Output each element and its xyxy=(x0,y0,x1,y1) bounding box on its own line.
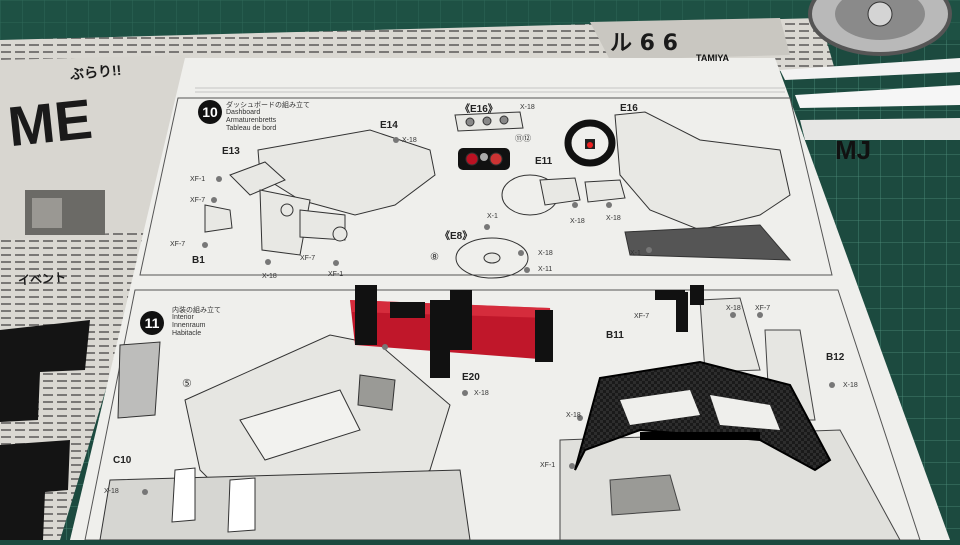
label-b11: B11 xyxy=(606,330,624,341)
newspaper-bigchar-1 xyxy=(0,320,90,422)
label-xf7-b: XF-7 xyxy=(170,241,186,248)
interior-tub-drawing xyxy=(99,334,471,541)
label-e16-top: 《E16》 xyxy=(460,104,498,115)
label-x1-a: X-1 xyxy=(487,213,498,220)
paint-callout-dots xyxy=(142,137,835,495)
label-x18-g: X-18 xyxy=(474,390,489,397)
center-console-part xyxy=(350,285,553,378)
label-e14: E14 xyxy=(380,120,398,131)
step10-title-fr: Tableau de bord xyxy=(226,125,277,132)
newspaper-strip-right: MJ xyxy=(835,135,872,165)
dashboard-drawing xyxy=(204,129,436,256)
label-e13: E13 xyxy=(222,146,240,157)
label-e11: E11 xyxy=(535,156,553,167)
step10-number: 10 xyxy=(198,100,222,124)
steering-wheel-part xyxy=(564,119,616,167)
label-x18-b: X-18 xyxy=(262,273,277,280)
label-x1-b: X-1 xyxy=(630,250,641,257)
e16-drawing xyxy=(454,111,792,279)
label-e20: E20 xyxy=(462,372,480,383)
paintbrush xyxy=(780,58,960,80)
label-x18-k: X-18 xyxy=(566,412,581,419)
label-e8: 《E8》 xyxy=(440,231,473,242)
label-x18-i: X-18 xyxy=(726,305,741,312)
label-b1: B1 xyxy=(192,255,205,266)
svg-text:ル 6 6: ル 6 6 xyxy=(610,31,678,56)
label-xf1-a: XF-1 xyxy=(190,176,206,183)
label-c10: C10 xyxy=(113,455,132,466)
carbon-dashboard-part xyxy=(574,360,832,472)
label-x11: X-11 xyxy=(538,266,553,273)
step11-title-en: Interior xyxy=(172,314,194,321)
label-xf7-e: XF-7 xyxy=(755,305,771,312)
label-x18-f: X-18 xyxy=(538,250,553,257)
label-xf7-c: XF-7 xyxy=(300,255,316,262)
label-xf7-a: XF-7 xyxy=(190,197,206,204)
label-x18-e: X-18 xyxy=(606,215,621,222)
label-x18-c: X-18 xyxy=(520,104,535,111)
label-xf1-c: XF-1 xyxy=(540,462,556,469)
step10-frame xyxy=(139,97,833,276)
brand-logo: TAMIYA xyxy=(696,53,730,63)
newspaper-bigchar-2 xyxy=(0,440,70,540)
label-circled-5: ⑤ xyxy=(182,378,192,390)
step11-title-de: Innenraum xyxy=(172,322,206,329)
gauge-cluster-part xyxy=(458,148,510,170)
step10-title-en: Dashboard xyxy=(226,109,261,116)
label-x18-h: X-18 xyxy=(104,488,119,495)
step11-number: 11 xyxy=(140,311,164,335)
label-b12: B12 xyxy=(826,352,845,363)
label-xf7-d: XF-7 xyxy=(634,313,650,320)
step10-title-de: Armaturenbretts xyxy=(226,117,277,124)
label-circled-8: ⑧ xyxy=(430,252,439,263)
newspaper-big-letters: ME xyxy=(4,86,96,159)
label-circled-11-12: ⑪⑫ xyxy=(515,134,531,143)
step10-title-ja: ダッシュボードの組み立て xyxy=(226,102,310,109)
label-x18-a: X-18 xyxy=(402,137,417,144)
newspaper-strip-left: イベント xyxy=(17,270,67,288)
label-xf1-b: XF-1 xyxy=(328,271,344,278)
step11-title-fr: Habitacle xyxy=(172,330,202,337)
label-x18-j: X-18 xyxy=(843,382,858,389)
label-e16: E16 xyxy=(620,103,638,114)
step11-title-ja: 内装の組み立て xyxy=(172,307,221,314)
bracket-part xyxy=(655,285,704,332)
label-x18-d: X-18 xyxy=(570,218,585,225)
